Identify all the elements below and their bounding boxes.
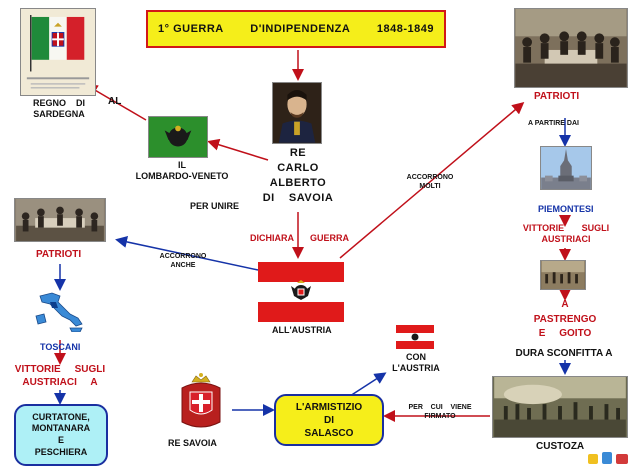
label-accorrono-molti: ACCORRONO MOLTI: [406, 174, 454, 190]
label-custoza: CUSTOZA: [536, 441, 585, 452]
label-re-savoia: RE SAVOIA: [168, 438, 217, 448]
title-right: 1848-1849: [376, 23, 434, 35]
label-lombardo-veneto: IL LOMBARDO-VENETO: [135, 160, 229, 182]
armistizio-box: L'ARMISTIZIO DI SALASCO: [274, 394, 384, 446]
pastrengo-battle-image: [540, 260, 586, 290]
label-dichiara: DICHIARA: [250, 233, 294, 243]
arrow-austria-to-patrioti-left: [115, 236, 259, 271]
piemontesi-image: [540, 146, 592, 190]
carlo-alberto-portrait: [272, 82, 322, 144]
italy-map-image: [32, 290, 88, 333]
label-per-unire: PER UNIRE: [190, 201, 240, 211]
label-pastrengo-goito: A PASTRENGO E GOITO: [533, 299, 597, 339]
arrow-re-to-lombardo: [207, 138, 269, 161]
title-left: 1° GUERRA: [158, 23, 224, 35]
savoia-coat-of-arms: [176, 370, 226, 432]
label-con-austria: CON L'AUSTRIA: [392, 352, 440, 374]
label-patrioti-left: PATRIOTI: [36, 249, 82, 260]
label-regno-sardegna: REGNO DI SARDEGNA: [32, 98, 85, 120]
label-piemontesi: PIEMONTESI: [538, 204, 594, 214]
lombardo-veneto-flag-image: [148, 116, 208, 158]
arrow-austria-to-patrioti-right: [339, 102, 525, 259]
label-a-partire-dai: A PARTIRE DAI: [528, 120, 579, 127]
curtatone-box: CURTATONE, MONTANARA E PESCHIERA: [14, 404, 108, 466]
label-toscani: TOSCANI: [40, 342, 81, 352]
label-curtatone: CURTATONE, MONTANARA E PESCHIERA: [31, 411, 91, 457]
sardinia-flag-image: [20, 8, 96, 96]
patrioti-left-image: [14, 198, 106, 242]
label-accorrono-anche: ACCORRONO ANCHE: [159, 253, 207, 269]
austria-flag-small: [396, 325, 434, 349]
title-middle: D'INDIPENDENZA: [250, 23, 351, 35]
label-vittorie-right: VITTORIE SUGLI AUSTRIACI: [522, 223, 610, 245]
label-al: AL: [108, 96, 122, 107]
label-vittorie-left: VITTORIE SUGLI AUSTRIACI A: [14, 364, 106, 388]
label-dura-sconfitta: DURA SCONFITTA A: [515, 348, 613, 359]
austria-flag-large: [258, 262, 344, 322]
patrioti-right-image: [514, 8, 628, 88]
arrow-armistizio-to-austria: [349, 372, 387, 397]
title-box: 1° GUERRA D'INDIPENDENZA 1848-1849: [146, 10, 446, 48]
label-per-cui-viene-firmato: PER CUI VIENE FIRMATO: [408, 404, 472, 420]
custoza-battle-image: [492, 376, 628, 438]
arrow-lombardo-to-regno: [85, 84, 147, 121]
logo-icon: [584, 448, 634, 468]
label-re-carlo-alberto: RE CARLO ALBERTO DI SAVOIA: [262, 147, 334, 204]
label-patrioti-right: PATRIOTI: [534, 91, 580, 102]
label-guerra: GUERRA: [310, 233, 350, 243]
label-armistizio: L'ARMISTIZIO DI SALASCO: [295, 401, 363, 439]
label-all-austria: ALL'AUSTRIA: [272, 325, 332, 335]
